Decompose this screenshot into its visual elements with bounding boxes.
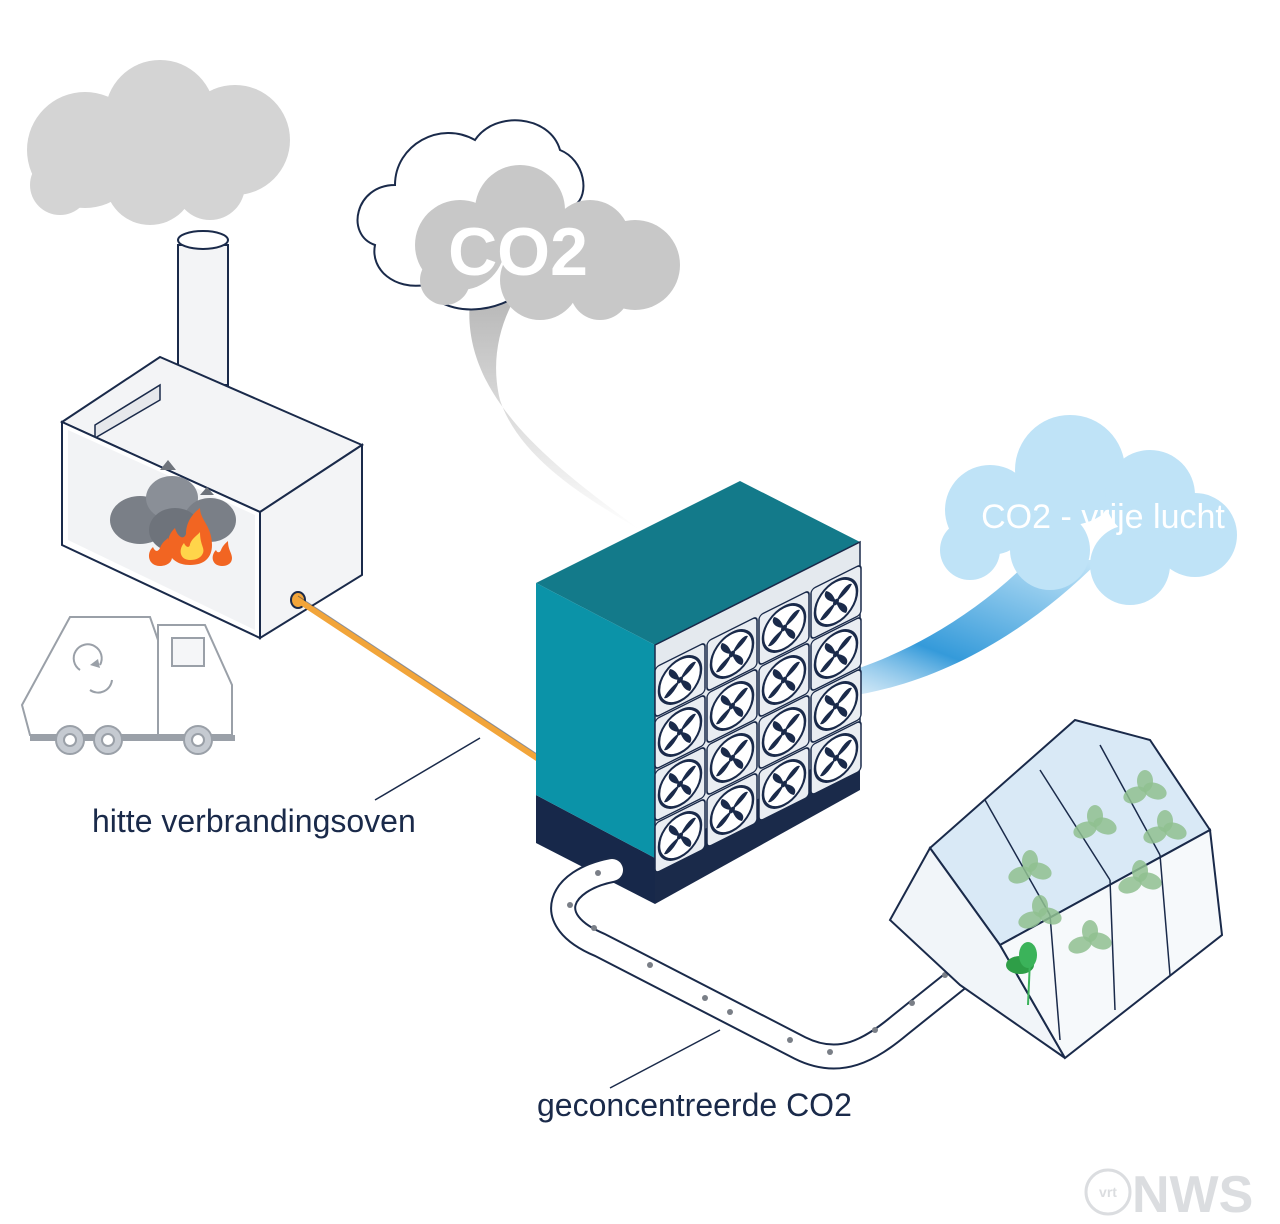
incinerator (59, 230, 365, 640)
heat-pipe (295, 597, 543, 763)
vrt-nws-logo: vrt NWS (1084, 1166, 1253, 1224)
logo-vrt: vrt (1099, 1184, 1117, 1200)
concentrated-label-pointer (609, 1029, 721, 1089)
garbage-truck-icon (20, 616, 235, 755)
clean-air-cloud: CO2 - vrije lucht (940, 415, 1237, 605)
co2-cloud: CO2 (356, 119, 680, 320)
clean-air-cloud-label: CO2 - vrije lucht (981, 498, 1225, 536)
clean-air-stream (735, 560, 1100, 701)
co2-cloud-label: CO2 (448, 214, 588, 290)
plants-icon (1005, 770, 1190, 1006)
concentrated-co2-label: geconcentreerde CO2 (537, 1087, 852, 1123)
greenhouse (888, 718, 1224, 1060)
fire-icon (148, 508, 232, 566)
co2-smoke-trail (469, 290, 640, 530)
heat-label: hitte verbrandingsoven (92, 803, 416, 839)
heat-label-pointer (374, 737, 481, 801)
smoke-cloud (27, 60, 290, 225)
logo-nws: NWS (1132, 1166, 1253, 1224)
